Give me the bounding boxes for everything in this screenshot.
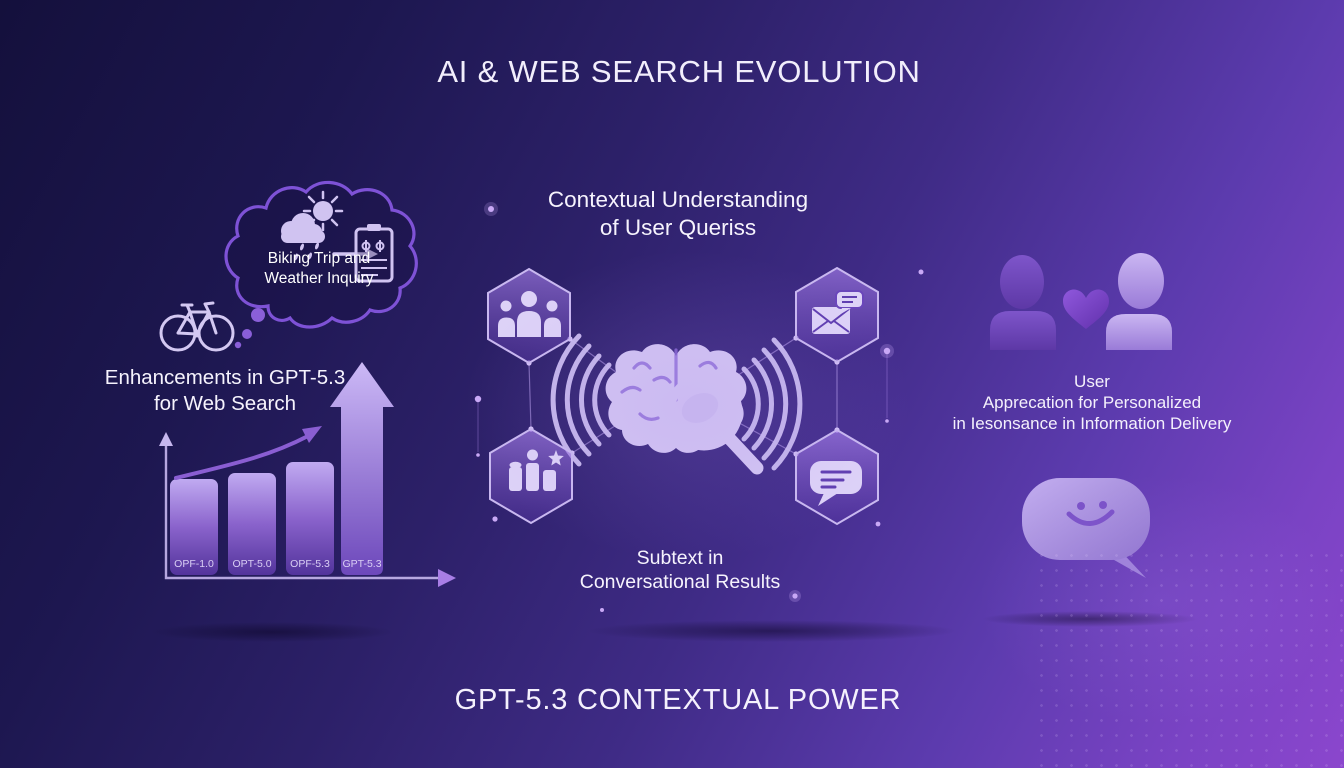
footer-title: GPT-5.3 CONTEXTUAL POWER bbox=[454, 684, 902, 716]
arrow-right-icon bbox=[332, 248, 378, 260]
chart-axes bbox=[164, 437, 442, 580]
bar-opt-5-0 bbox=[228, 473, 276, 575]
x-axis-arrowhead bbox=[438, 569, 456, 587]
bar-opf-5-3 bbox=[286, 462, 334, 575]
ranking-chart-icon bbox=[509, 449, 564, 491]
center-heading-line2: of User Queriss bbox=[599, 215, 757, 240]
thought-bubble-line1: Biking Trip and bbox=[267, 250, 371, 267]
sparkle-particles bbox=[474, 202, 924, 612]
thought-cloud bbox=[224, 180, 418, 329]
right-caption-line1: User bbox=[1074, 372, 1110, 391]
right-caption-line3: in Iesonsance in Information Delivery bbox=[952, 414, 1232, 433]
center-caption: Subtext in Conversational Results bbox=[580, 546, 781, 594]
right-column-shadow bbox=[982, 611, 1198, 627]
rain-icon bbox=[293, 242, 320, 261]
bar-arrow-gpt-5-3 bbox=[330, 362, 394, 575]
thought-bubble-text: Biking Trip and Weather Inquiry bbox=[264, 249, 373, 289]
page-title: AI & WEB SEARCH EVOLUTION bbox=[437, 54, 921, 89]
y-axis-arrowhead bbox=[159, 432, 173, 446]
checklist-icon bbox=[354, 224, 394, 283]
users-heart-icon bbox=[990, 253, 1172, 350]
center-caption-line1: Subtext in bbox=[636, 547, 724, 569]
left-column-shadow bbox=[150, 622, 394, 642]
right-caption-line2: Apprecation for Personalized bbox=[982, 393, 1202, 412]
bar-label: OPT-5.0 bbox=[232, 558, 271, 570]
smiley-chat-icon bbox=[1022, 478, 1150, 578]
heart-icon bbox=[1063, 289, 1109, 329]
trend-arrowhead bbox=[302, 426, 322, 443]
magnifier-lens bbox=[665, 373, 743, 451]
bar-label: OPF-1.0 bbox=[174, 558, 214, 570]
mail-chat-icon bbox=[812, 290, 864, 334]
thought-trail-dots bbox=[234, 308, 265, 349]
bar-opf-1-0 bbox=[170, 479, 218, 575]
center-caption-line2: Conversational Results bbox=[579, 571, 781, 593]
center-heading: Contextual Understanding of User Queriss bbox=[548, 186, 808, 242]
left-caption-line1: Enhancements in GPT-5.3 bbox=[104, 366, 346, 389]
right-caption: User Apprecation for Personalized in Ies… bbox=[953, 371, 1232, 434]
chat-bubble-icon bbox=[810, 461, 862, 506]
cloud-icon bbox=[281, 213, 325, 243]
team-icon bbox=[498, 291, 561, 337]
left-caption-line2: for Web Search bbox=[153, 392, 297, 415]
bicycle-icon bbox=[159, 301, 235, 352]
bar-label: GPT-5.3 bbox=[342, 558, 381, 570]
brain-search-icon bbox=[605, 344, 764, 475]
center-heading-line1: Contextual Understanding bbox=[547, 187, 809, 212]
thought-bubble-line2: Weather Inquiry bbox=[264, 270, 374, 287]
magnifier-handle bbox=[722, 431, 764, 475]
trend-curve-arrow bbox=[174, 434, 310, 480]
bar-label: OPF-5.3 bbox=[290, 558, 330, 570]
thought-cloud-outline bbox=[224, 180, 418, 329]
left-caption: Enhancements in GPT-5.3 for Web Search bbox=[105, 365, 345, 417]
growth-chart: OPF-1.0 OPT-5.0 OPF-5.3 GPT-5.3 bbox=[159, 362, 456, 587]
lens-reflection bbox=[681, 392, 719, 424]
center-column-shadow bbox=[587, 620, 957, 642]
